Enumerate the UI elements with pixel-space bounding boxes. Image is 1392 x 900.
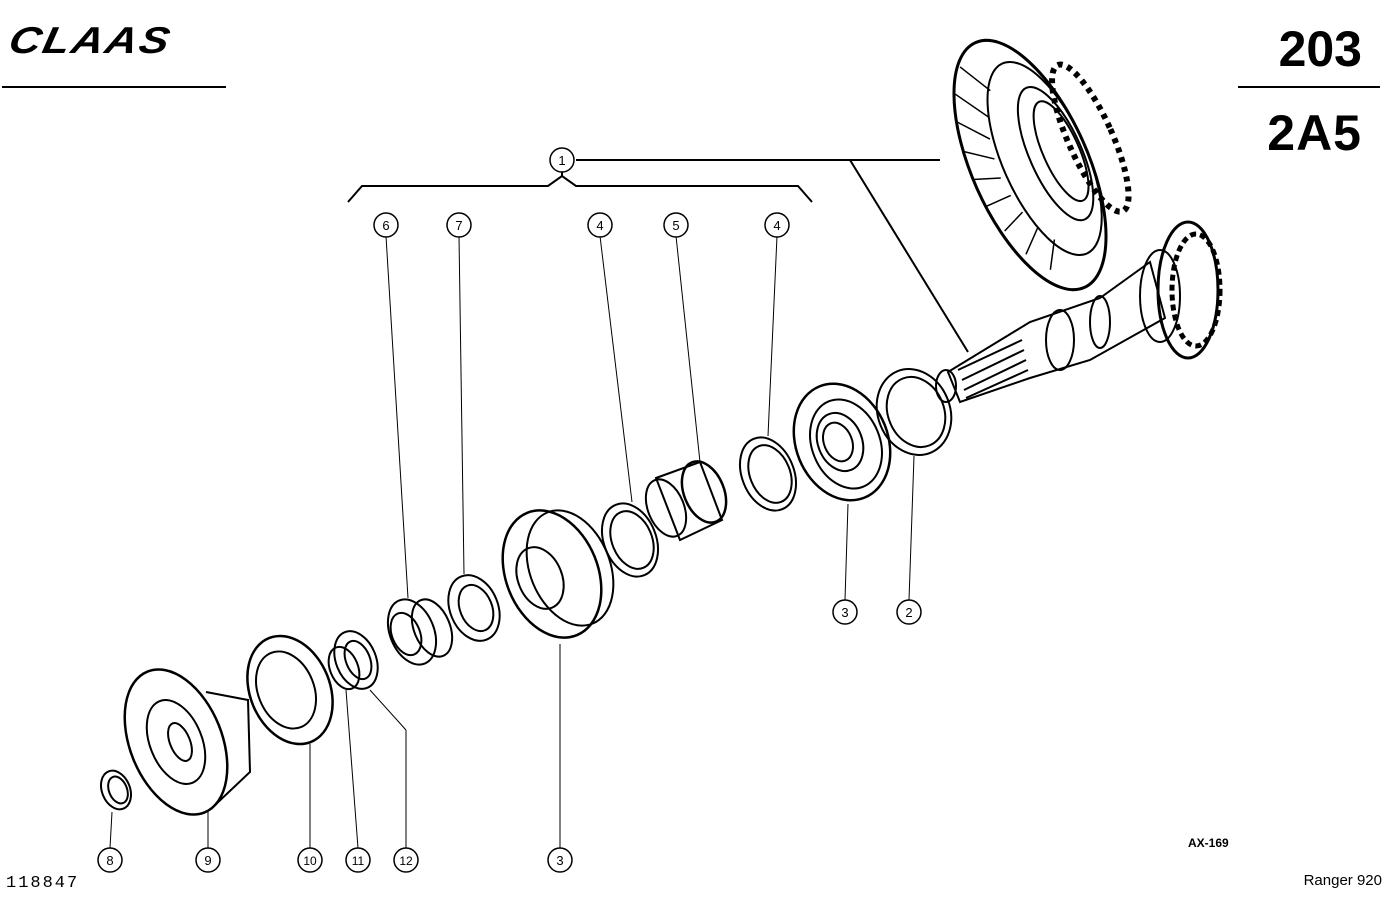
part-11-seal	[327, 645, 361, 691]
part-10-cup	[246, 634, 334, 746]
callout-11: 11	[345, 847, 371, 873]
callout-12: 12	[393, 847, 419, 873]
callout-4-right: 4	[764, 212, 790, 238]
part-2-shim	[875, 368, 953, 456]
callout-label-4-right: 4	[773, 218, 780, 233]
drawing-reference: AX-169	[1188, 836, 1229, 850]
section-code: 203	[1278, 21, 1362, 77]
part-5-spacer	[644, 460, 728, 542]
pinion-shaft	[935, 220, 1223, 404]
part-3-bearing-left	[501, 509, 615, 639]
callout-2: 2	[896, 599, 922, 625]
callout-label-4-left: 4	[596, 218, 603, 233]
callout-label-2: 2	[905, 605, 912, 620]
part-9-flange	[123, 668, 252, 816]
callout-label-7: 7	[455, 218, 462, 233]
assembly-bracket	[347, 159, 969, 353]
callout-10: 10	[297, 847, 323, 873]
callout-5: 5	[663, 212, 689, 238]
callout-9: 9	[195, 847, 221, 873]
part-8-ring	[100, 769, 132, 811]
part-3-bearing-right	[792, 382, 892, 502]
callout-3-left: 3	[547, 847, 573, 873]
callout-1: 1	[549, 147, 575, 173]
callout-4-left: 4	[587, 212, 613, 238]
crown-wheel	[952, 38, 1132, 292]
callout-label-6: 6	[382, 218, 389, 233]
part-4-ring-left	[601, 502, 659, 578]
group-code: 2A5	[1267, 105, 1362, 161]
callout-label-5: 5	[672, 218, 679, 233]
callout-3-right: 3	[832, 599, 858, 625]
callout-label-10: 10	[303, 854, 317, 868]
brand-underline	[2, 86, 226, 88]
callout-6: 6	[373, 212, 399, 238]
callout-label-11: 11	[352, 854, 365, 868]
code-divider	[1238, 86, 1380, 88]
model-name: Ranger 920	[1303, 872, 1382, 889]
leader-lines	[109, 235, 915, 849]
callout-label-9: 9	[204, 853, 211, 868]
callout-markers: 1 2 3 3 4 4 5 6 7 8 9 10 11 12	[97, 147, 922, 873]
callout-7: 7	[446, 212, 472, 238]
callout-label-1: 1	[558, 153, 565, 168]
callout-8: 8	[97, 847, 123, 873]
callout-label-3-right: 3	[841, 605, 848, 620]
part-6-nut	[386, 598, 454, 666]
callout-label-8: 8	[106, 853, 113, 868]
part-4-ring-right	[739, 436, 797, 512]
document-number: 118847	[6, 874, 80, 893]
part-7-circlip	[447, 574, 501, 642]
callout-label-12: 12	[399, 854, 413, 868]
callout-label-3-left: 3	[556, 853, 563, 868]
part-12-washer	[333, 630, 379, 690]
